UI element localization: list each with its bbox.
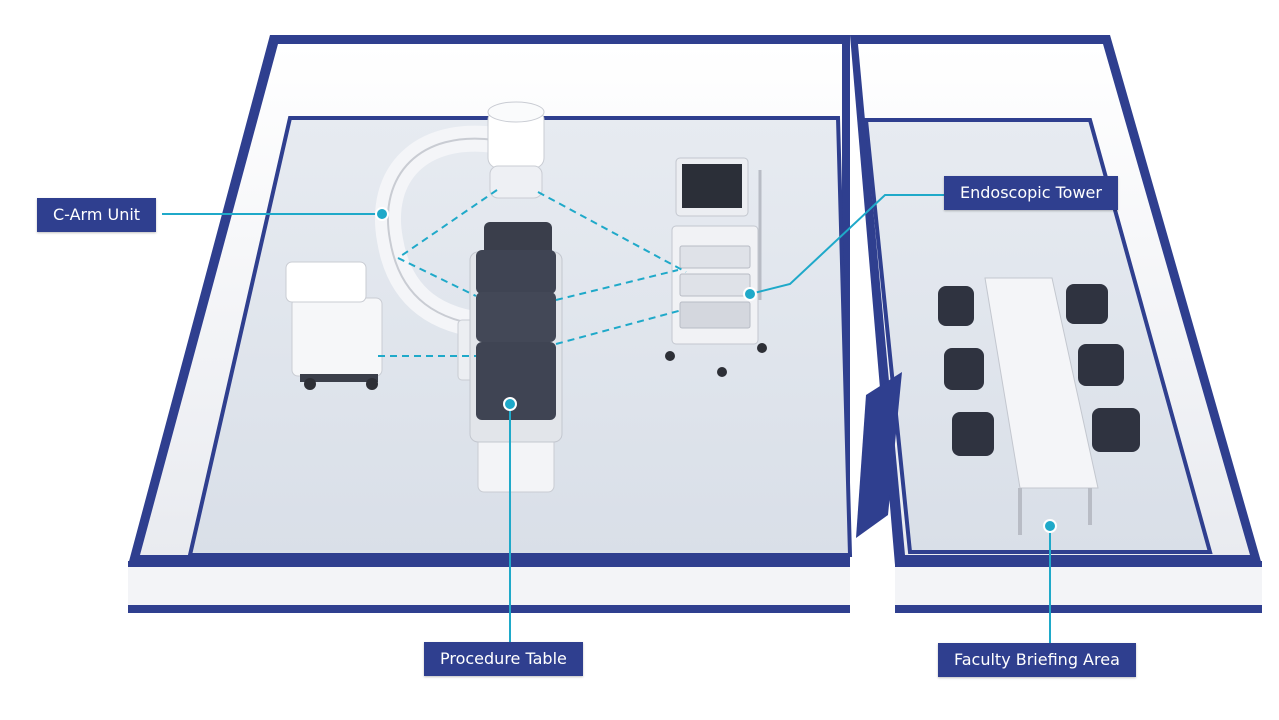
connection-lines <box>378 189 687 357</box>
leader-dots <box>375 207 1057 533</box>
briefing-room-door <box>856 372 902 538</box>
endoscopic-tower <box>665 157 767 377</box>
label-faculty-briefing-area: Faculty Briefing Area <box>938 643 1136 677</box>
briefing-table <box>984 277 1099 535</box>
label-c-arm-unit: C-Arm Unit <box>37 198 157 232</box>
label-endoscopic-tower: Endoscopic Tower <box>944 176 1118 210</box>
briefing-chairs <box>938 284 1140 456</box>
label-procedure-table: Procedure Table <box>424 642 583 676</box>
leader-lines <box>162 194 1051 643</box>
c-arm-unit <box>285 101 545 390</box>
procedure-table <box>469 222 563 493</box>
